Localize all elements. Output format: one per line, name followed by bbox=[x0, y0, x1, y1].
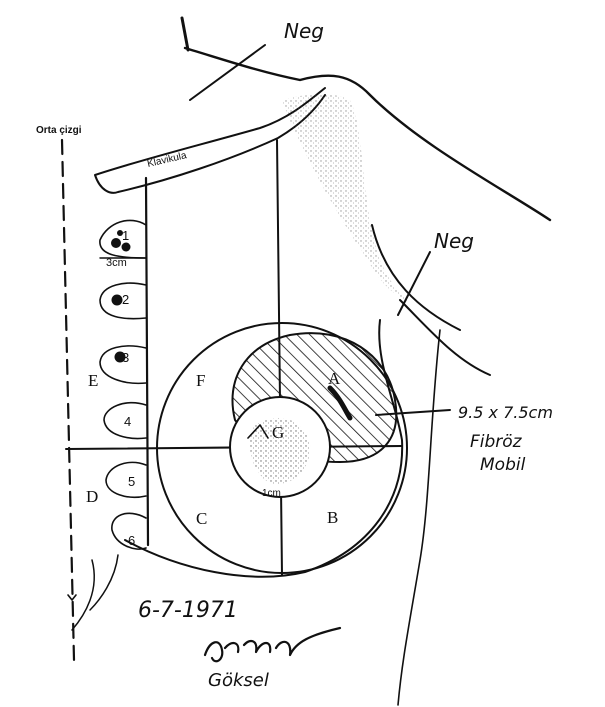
zone-label-d: D bbox=[86, 487, 98, 506]
midline-dashed bbox=[60, 138, 76, 662]
zone-label-a: A bbox=[328, 369, 341, 388]
sternal-line bbox=[144, 176, 150, 547]
intercostal-label-6: 6 bbox=[128, 533, 135, 548]
zone-label-c: C bbox=[196, 509, 207, 528]
neck-line bbox=[180, 16, 190, 52]
neg-label-axilla: Neg bbox=[434, 229, 474, 253]
neg-pointer-top bbox=[189, 44, 266, 101]
body-side-contour bbox=[397, 329, 441, 706]
signature-scribble bbox=[203, 626, 342, 663]
zone-label-e: E bbox=[88, 371, 98, 390]
zone-label-b: B bbox=[327, 508, 338, 527]
intercostal-label-2: 2 bbox=[122, 292, 129, 307]
neg-pointer-axilla bbox=[397, 251, 431, 316]
lower-fold-lines bbox=[71, 554, 119, 631]
mass-pointer bbox=[375, 409, 451, 416]
mass-size-label: 9.5 x 7.5cm bbox=[458, 403, 553, 422]
date-label: 6-7-1971 bbox=[138, 598, 238, 623]
intercostal-label-4: 4 bbox=[124, 414, 131, 429]
midline-arrow bbox=[67, 594, 77, 601]
width-3cm-label: 3cm bbox=[106, 257, 127, 269]
arm-contour bbox=[371, 224, 491, 376]
neg-label-top: Neg bbox=[284, 19, 324, 43]
intercostal-label-3: 3 bbox=[122, 350, 129, 365]
areola-arrow bbox=[247, 424, 269, 439]
mass-consistency-label: Fibröz bbox=[470, 432, 523, 452]
intercostal-label-5: 5 bbox=[128, 474, 135, 489]
mass-mark bbox=[327, 385, 353, 421]
areola-1cm-label: 1cm bbox=[262, 488, 281, 499]
zone-label-f: F bbox=[196, 371, 205, 390]
axilla-shading bbox=[282, 94, 415, 305]
shoulder-contour bbox=[183, 46, 552, 222]
signature-name: Göksel bbox=[208, 670, 269, 691]
mass-mobility-label: Mobil bbox=[480, 455, 526, 475]
midline-label: Orta çizgi bbox=[36, 125, 82, 136]
breast-outer-circle bbox=[156, 322, 408, 574]
zone-label-g: G bbox=[272, 423, 284, 442]
lymph-node-chain bbox=[99, 219, 147, 550]
intercostal-label-1: 1 bbox=[122, 228, 129, 243]
